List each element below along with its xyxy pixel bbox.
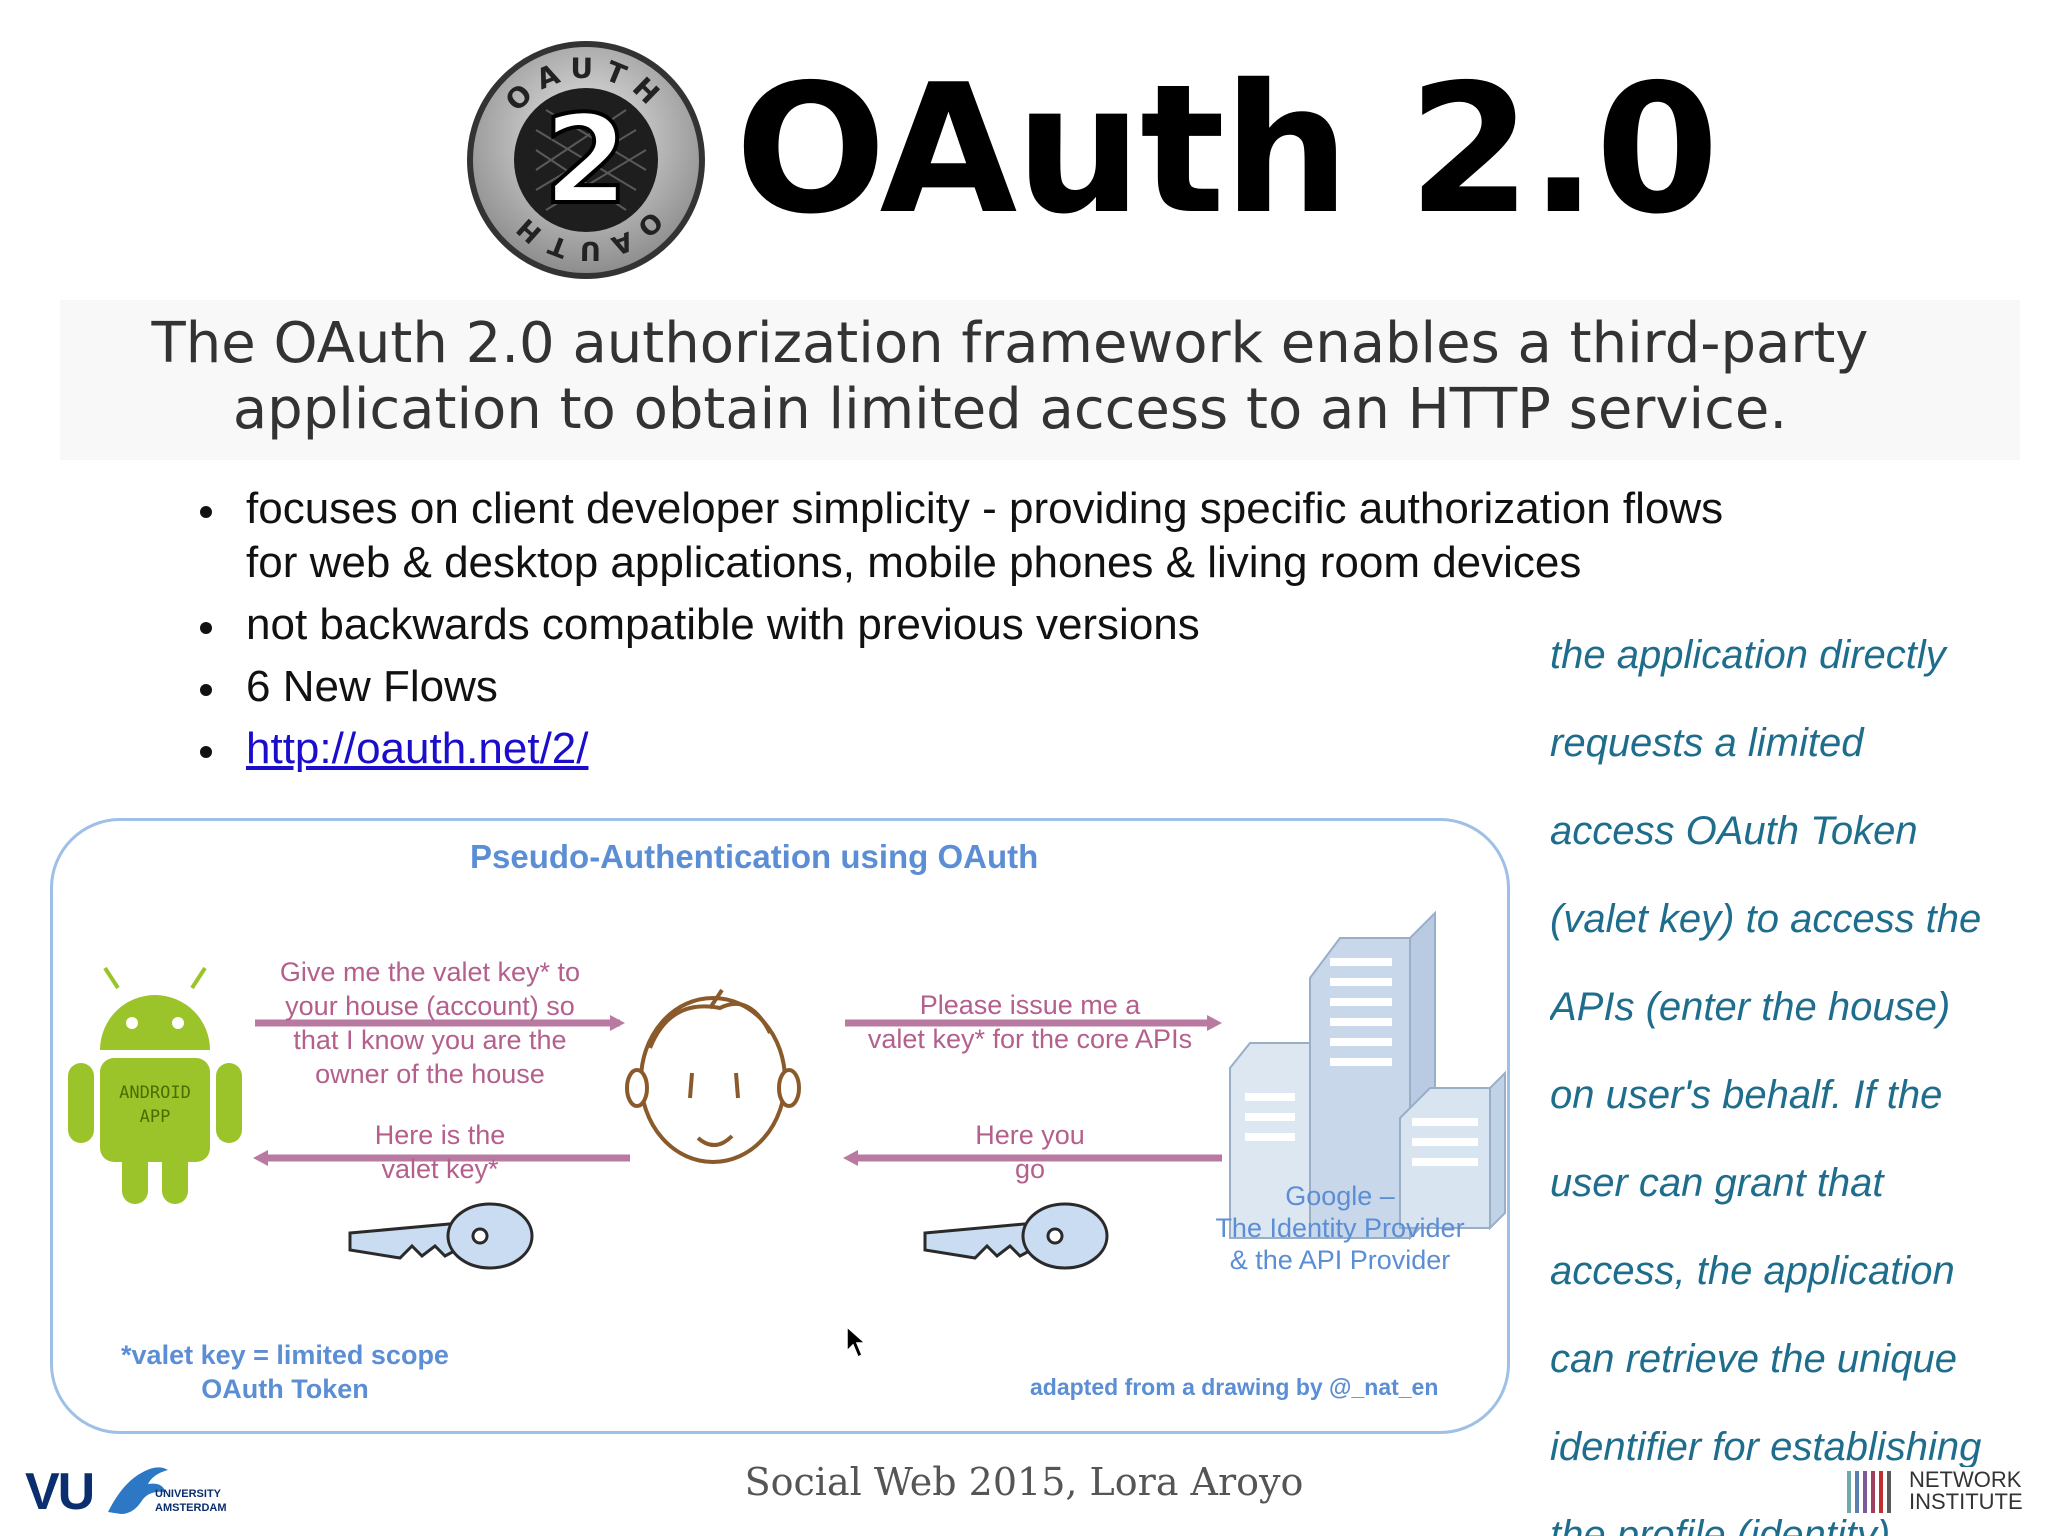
msg-line: go — [1014, 1154, 1046, 1184]
oauth-logo: OAUTH OAUTH 2 — [467, 41, 705, 279]
server-building-icon — [1229, 910, 1506, 1241]
msg-line: valet key* — [381, 1154, 499, 1184]
android-label: APP — [140, 1107, 171, 1127]
side-note: the application directly requests a limi… — [1550, 625, 2048, 1536]
msg-here-you-go: Here you go — [900, 1118, 1160, 1186]
side-note-line: identifier for establishing — [1550, 1425, 1982, 1469]
side-note-line: requests a limited — [1550, 721, 1864, 765]
diagram-title: Pseudo-Authentication using OAuth — [470, 838, 1039, 875]
side-note-line: access, the application — [1550, 1249, 1955, 1293]
msg-here-is-key: Here is the valet key* — [290, 1118, 590, 1186]
intro-line-2: application to obtain limited access to … — [232, 377, 1788, 442]
arrow-right-icon — [845, 1015, 1222, 1031]
bullet-icon — [200, 622, 212, 634]
arrow-cursor-icon — [846, 1325, 867, 1359]
vu-line-2: AMSTERDAM — [155, 1502, 227, 1514]
key-icon — [348, 1202, 534, 1270]
bullet-text: for web & desktop applications, mobile p… — [246, 538, 1582, 587]
msg-line: owner of the house — [315, 1059, 545, 1089]
diagram-graphics: ANDROID APP — [68, 910, 1506, 1270]
side-note-line: access OAuth Token — [1550, 809, 1918, 853]
side-note-line: (valet key) to access the — [1550, 897, 1982, 941]
msg-line: your house (account) so — [285, 991, 575, 1021]
side-note-line: can retrieve the unique — [1550, 1337, 1957, 1381]
bullet-text: 6 New Flows — [246, 662, 498, 711]
bullet-item: http://oauth.net/2/ — [200, 722, 1800, 776]
vu-university-logo: VU UNIVERSITY AMSTERDAM — [25, 1462, 245, 1522]
msg-line: valet key* for the core APIs — [867, 1024, 1193, 1054]
bullet-icon — [200, 684, 212, 696]
bullet-item: focuses on client developer simplicity -… — [200, 482, 1800, 590]
footnote-line: *valet key = limited scope — [121, 1340, 449, 1370]
vu-line-1: UNIVERSITY — [155, 1488, 222, 1500]
bullet-item: not backwards compatible with previous v… — [200, 598, 1800, 652]
provider-line: Google – — [1285, 1181, 1395, 1211]
footer-text: Social Web 2015, Lora Aroyo — [744, 1460, 1304, 1504]
bullet-icon — [200, 506, 212, 518]
provider-line: & the API Provider — [1229, 1245, 1451, 1275]
valet-key-footnote: *valet key = limited scope OAuth Token — [110, 1338, 460, 1406]
vu-mark: VU — [25, 1463, 95, 1521]
msg-line: Give me the valet key* to — [279, 957, 581, 987]
bars-icon — [1847, 1471, 1891, 1513]
bullet-list: focuses on client developer simplicity -… — [200, 482, 1800, 784]
arrow-right-icon — [255, 1015, 625, 1031]
intro-banner — [60, 300, 2020, 460]
bullet-text: not backwards compatible with previous v… — [246, 600, 1200, 649]
slide-title: OAuth 2.0 — [735, 46, 1719, 253]
msg-line: Please issue me a — [919, 990, 1141, 1020]
key-icon — [923, 1202, 1109, 1270]
bullet-item: 6 New Flows — [200, 660, 1800, 714]
arrow-left-icon — [843, 1150, 1222, 1166]
logo-number: 2 — [544, 89, 629, 231]
provider-label: Google – The Identity Provider & the API… — [1180, 1180, 1500, 1276]
network-line-1: NETWORK — [1909, 1467, 2022, 1492]
oauth-link[interactable]: http://oauth.net/2/ — [246, 724, 589, 773]
side-note-line: APIs (enter the house) — [1550, 985, 1951, 1029]
msg-line: Here you — [975, 1120, 1085, 1150]
diagram-credit: adapted from a drawing by @_nat_en — [1030, 1374, 1439, 1400]
android-icon — [68, 966, 242, 1204]
user-face-icon — [625, 988, 801, 1164]
side-note-line: on user's behalf. If the — [1550, 1073, 1943, 1117]
provider-line: The Identity Provider — [1215, 1213, 1465, 1243]
network-line-2: INSTITUTE — [1909, 1489, 2023, 1514]
bullet-icon — [200, 746, 212, 758]
msg-line: Here is the — [374, 1120, 506, 1150]
msg-request-valet-key: Give me the valet key* to your house (ac… — [230, 955, 630, 1091]
side-note-line: user can grant that — [1550, 1161, 1884, 1205]
side-note-line: the application directly — [1550, 633, 1946, 677]
msg-issue-key: Please issue me a valet key* for the cor… — [840, 988, 1220, 1056]
footnote-line: OAuth Token — [201, 1374, 369, 1404]
intro-line-1: The OAuth 2.0 authorization framework en… — [151, 311, 1869, 376]
griffin-icon — [108, 1467, 168, 1514]
network-institute-logo: NETWORK INSTITUTE — [1845, 1467, 2045, 1517]
bullet-text: focuses on client developer simplicity -… — [246, 484, 1724, 533]
arrow-left-icon — [253, 1150, 630, 1166]
msg-line: that I know you are the — [293, 1025, 567, 1055]
android-label: ANDROID — [119, 1083, 191, 1103]
side-note-line: the profile (identity) — [1550, 1513, 1891, 1536]
